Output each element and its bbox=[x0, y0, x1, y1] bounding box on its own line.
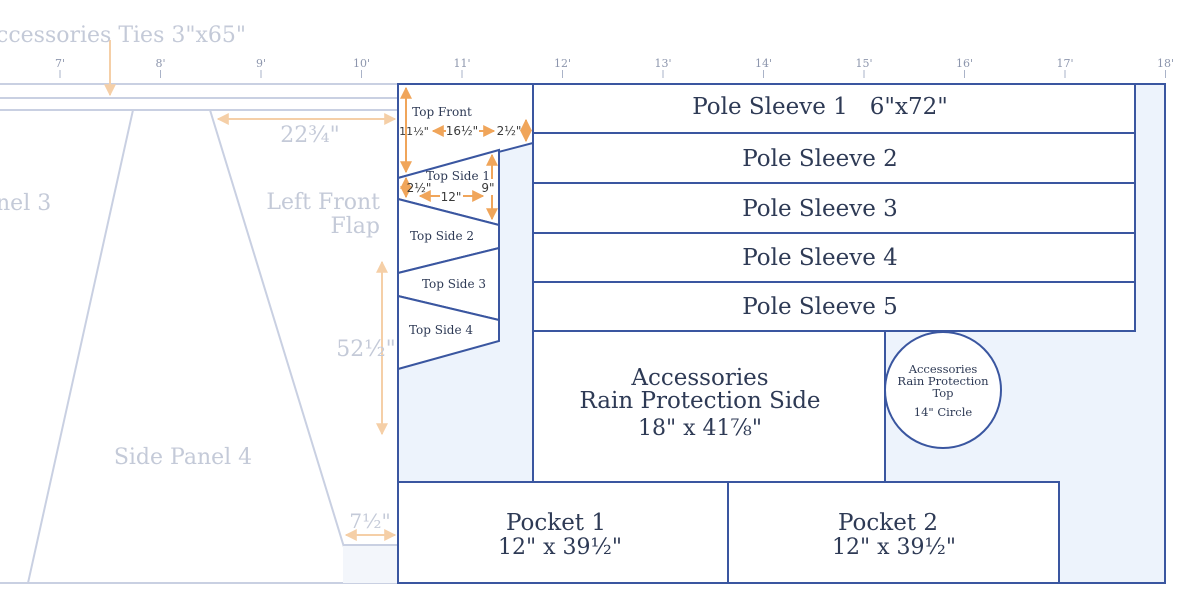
rain-protection-top bbox=[884, 331, 1002, 449]
top-side-2-label: Top Side 2 bbox=[410, 229, 474, 243]
top-side-4-label: Top Side 4 bbox=[409, 323, 473, 337]
top-side-1-left-dim: 2½" bbox=[407, 181, 432, 195]
ruler-tick-label: 17' bbox=[1056, 57, 1073, 70]
faded-left-section: ccessories Ties 3"x65" nel 3 Side Panel … bbox=[0, 23, 398, 584]
pole-sleeve-3 bbox=[532, 182, 1136, 234]
rain-top-dim: 14" Circle bbox=[914, 405, 973, 419]
pocket-2-label: Pocket 2 bbox=[838, 510, 938, 536]
ruler-tick-label: 9' bbox=[256, 57, 266, 70]
pole-sleeve-1-name: Pole Sleeve 1 bbox=[692, 94, 848, 120]
piece-labels: Top Front 11½" 16½" 2½" Top Side 1 2½" 1… bbox=[399, 94, 989, 560]
dim-7-label: 7½" bbox=[349, 509, 390, 533]
ruler-tick-label: 16' bbox=[956, 57, 973, 70]
ruler-tick-label: 14' bbox=[755, 57, 772, 70]
pocket-1-label: Pocket 1 bbox=[506, 510, 606, 536]
pole-sleeve-4-label: Pole Sleeve 4 bbox=[742, 245, 898, 271]
top-front-label: Top Front bbox=[412, 105, 472, 119]
top-side-3-label: Top Side 3 bbox=[422, 277, 486, 291]
pole-sleeve-1-dim: 6"x72" bbox=[870, 94, 948, 120]
rain-top-line3: Top bbox=[932, 386, 953, 400]
pole-sleeve-1-label: Pole Sleeve 1 6"x72" bbox=[692, 94, 948, 120]
rain-protection-side bbox=[532, 330, 886, 483]
rain-side-line1: Accessories bbox=[630, 365, 768, 391]
top-piece-dimensions bbox=[400, 86, 532, 221]
pocket-1-dim: 12" x 39½" bbox=[498, 535, 622, 560]
pocket-1 bbox=[397, 481, 729, 584]
side-panel-3-label: nel 3 bbox=[0, 191, 51, 216]
top-front-right-dim: 2½" bbox=[497, 124, 522, 138]
ruler-tick-label: 8' bbox=[155, 57, 165, 70]
left-front-flap-line2: Flap bbox=[331, 214, 381, 239]
ruler-tick-label: 15' bbox=[855, 57, 872, 70]
rain-side-line2: Rain Protection Side bbox=[579, 388, 820, 414]
left-front-flap-line1: Left Front bbox=[266, 190, 380, 215]
top-side-4-piece bbox=[397, 294, 500, 371]
rain-side-dim: 18" x 41⅞" bbox=[638, 416, 762, 441]
ruler-tick-label: 18' bbox=[1157, 57, 1174, 70]
top-side-1-label: Top Side 1 bbox=[426, 169, 490, 183]
top-side-1-height-dim: 9" bbox=[481, 181, 494, 195]
side-panel-4-label: Side Panel 4 bbox=[114, 445, 252, 470]
dim-22-label: 22¾" bbox=[280, 123, 339, 148]
pole-sleeve-3-label: Pole Sleeve 3 bbox=[742, 196, 898, 222]
ties-label: ccessories Ties 3"x65" bbox=[0, 23, 246, 48]
pole-sleeve-4 bbox=[532, 232, 1136, 283]
ruler-tick-label: 11' bbox=[453, 57, 470, 70]
top-front-width-dim: 16½" bbox=[446, 124, 478, 138]
ruler-tick-label: 13' bbox=[654, 57, 671, 70]
ruler-tick-label: 12' bbox=[554, 57, 571, 70]
side-panel-4-shape bbox=[26, 109, 357, 584]
rain-top-line1: Accessories bbox=[908, 362, 978, 376]
pole-sleeve-2-label: Pole Sleeve 2 bbox=[742, 146, 898, 172]
ruler-tick-label: 10' bbox=[353, 57, 370, 70]
pole-sleeve-5 bbox=[532, 281, 1136, 332]
ruler-tick-label: 7' bbox=[55, 57, 65, 70]
top-side-1-width-dim: 12" bbox=[441, 190, 462, 204]
pole-sleeve-5-label: Pole Sleeve 5 bbox=[742, 294, 898, 320]
dim-52-label: 52½" bbox=[336, 337, 395, 362]
pocket-2-dim: 12" x 39½" bbox=[832, 535, 956, 560]
main-fabric bbox=[397, 83, 1166, 584]
ruler: 7' 8' 9' 10' 11' 12' 13' 14' 15' 16' 17' 18' bbox=[55, 57, 1174, 78]
pocket-2 bbox=[727, 481, 1060, 584]
pole-sleeve-1 bbox=[532, 83, 1136, 134]
rain-top-line2: Rain Protection bbox=[897, 374, 989, 388]
top-front-left-dim: 11½" bbox=[399, 125, 429, 138]
